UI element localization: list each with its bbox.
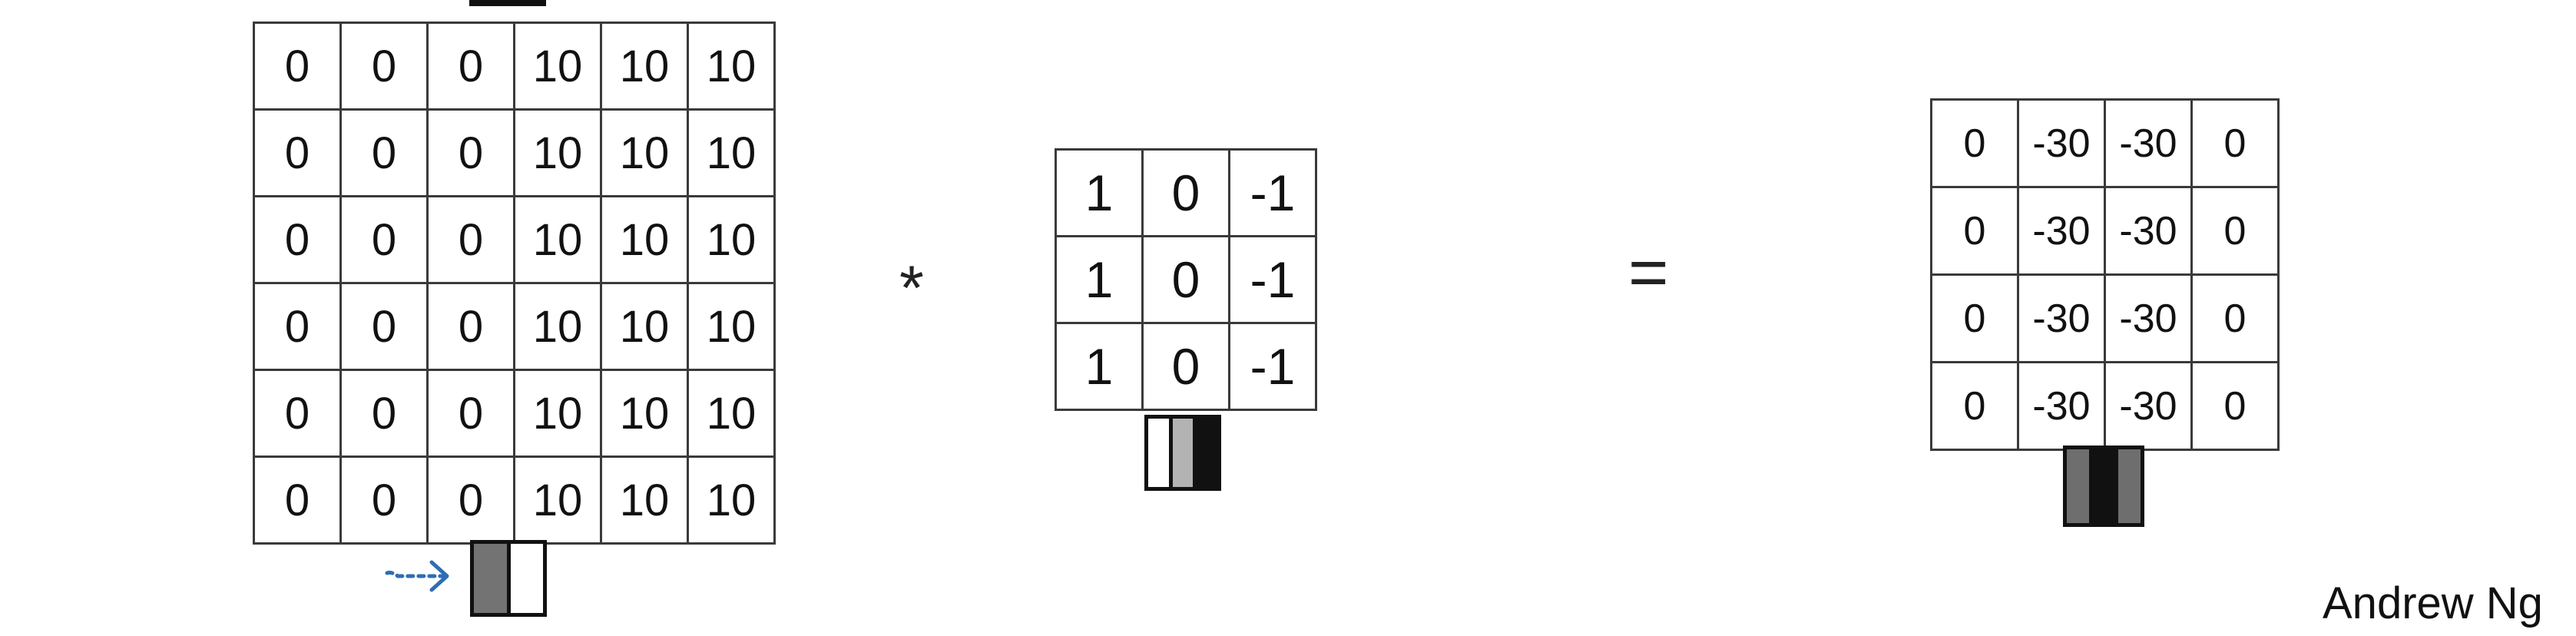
input-matrix-cell: 0 [253,22,342,111]
input-matrix-cell: 10 [513,282,602,371]
input-matrix-cell: 10 [687,282,776,371]
input-matrix-cell: 10 [513,455,602,545]
output-matrix-cell: -30 [2017,361,2106,451]
output-matrix-cell: 0 [1930,98,2019,188]
output-matrix-cell: -30 [2104,98,2193,188]
filter-swatch-band [1168,419,1194,487]
cropped-swatch-top [469,0,546,6]
input-matrix-cell: 10 [600,282,689,371]
input-matrix-cell: 10 [687,369,776,458]
input-matrix-cell: 10 [513,195,602,284]
filter-intensity-swatch [1144,415,1221,491]
author-watermark: Andrew Ng [2323,578,2543,628]
output-matrix-cell: 0 [1930,361,2019,451]
filter-swatch-band [1148,419,1169,487]
input-matrix-cell: 0 [253,455,342,545]
input-matrix-cell: 10 [513,369,602,458]
filter-matrix-cell: 0 [1141,148,1230,237]
input-matrix-cell: 10 [513,22,602,111]
output-swatch-band [2114,449,2141,523]
input-matrix-cell: 10 [687,22,776,111]
filter-matrix-cell: 0 [1141,322,1230,411]
output-intensity-swatch [2063,446,2144,527]
input-matrix-cell: 0 [426,108,515,197]
input-matrix-cell: 10 [600,455,689,545]
output-matrix-cell: 0 [1930,186,2019,276]
output-matrix-cell: 0 [2190,98,2280,188]
equals-operator: = [1628,234,1669,311]
input-matrix-cell: 0 [339,369,429,458]
input-matrix-cell: 10 [687,108,776,197]
input-matrix-cell: 0 [426,455,515,545]
filter-swatch-band [1193,419,1218,487]
output-matrix-cell: -30 [2017,186,2106,276]
filter-matrix-cell: -1 [1228,148,1317,237]
input-matrix-cell: 0 [339,282,429,371]
output-matrix-cell: -30 [2104,361,2193,451]
output-matrix-cell: -30 [2017,273,2106,363]
input-matrix-cell: 0 [339,108,429,197]
input-matrix-cell: 10 [600,369,689,458]
input-matrix-cell: 10 [600,22,689,111]
output-matrix-cell: -30 [2017,98,2106,188]
input-intensity-swatch [470,540,547,617]
input-matrix-cell: 0 [426,369,515,458]
input-matrix-cell: 10 [513,108,602,197]
input-matrix-cell: 0 [426,195,515,284]
input-matrix-cell: 10 [600,195,689,284]
input-matrix-cell: 0 [253,369,342,458]
input-swatch-band [474,544,507,613]
filter-matrix-cell: 1 [1055,235,1144,324]
filter-matrix-cell: 1 [1055,148,1144,237]
input-swatch-band [506,544,543,613]
filter-matrix-cell: 1 [1055,322,1144,411]
output-matrix-cell: 0 [1930,273,2019,363]
input-matrix-cell: 0 [253,282,342,371]
input-matrix-cell: 0 [253,195,342,284]
output-swatch-band [2067,449,2089,523]
output-matrix-cell: 0 [2190,273,2280,363]
input-matrix-cell: 0 [426,282,515,371]
input-matrix-cell: 10 [600,108,689,197]
input-matrix-cell: 0 [426,22,515,111]
output-matrix-cell: -30 [2104,186,2193,276]
input-matrix-cell: 10 [687,195,776,284]
input-matrix-cell: 0 [339,22,429,111]
input-matrix-cell: 0 [253,108,342,197]
output-swatch-band [2088,449,2115,523]
input-matrix-cell: 10 [687,455,776,545]
convolution-operator: * [899,253,924,323]
filter-matrix-cell: 0 [1141,235,1230,324]
output-matrix-cell: -30 [2104,273,2193,363]
filter-matrix-cell: -1 [1228,322,1317,411]
arrow-head [429,560,449,592]
dotted-arrow-icon [385,560,449,592]
output-matrix-cell: 0 [2190,361,2280,451]
input-matrix-cell: 0 [339,195,429,284]
output-matrix-cell: 0 [2190,186,2280,276]
filter-matrix-cell: -1 [1228,235,1317,324]
arrow-shaft [385,571,446,578]
input-matrix-cell: 0 [339,455,429,545]
